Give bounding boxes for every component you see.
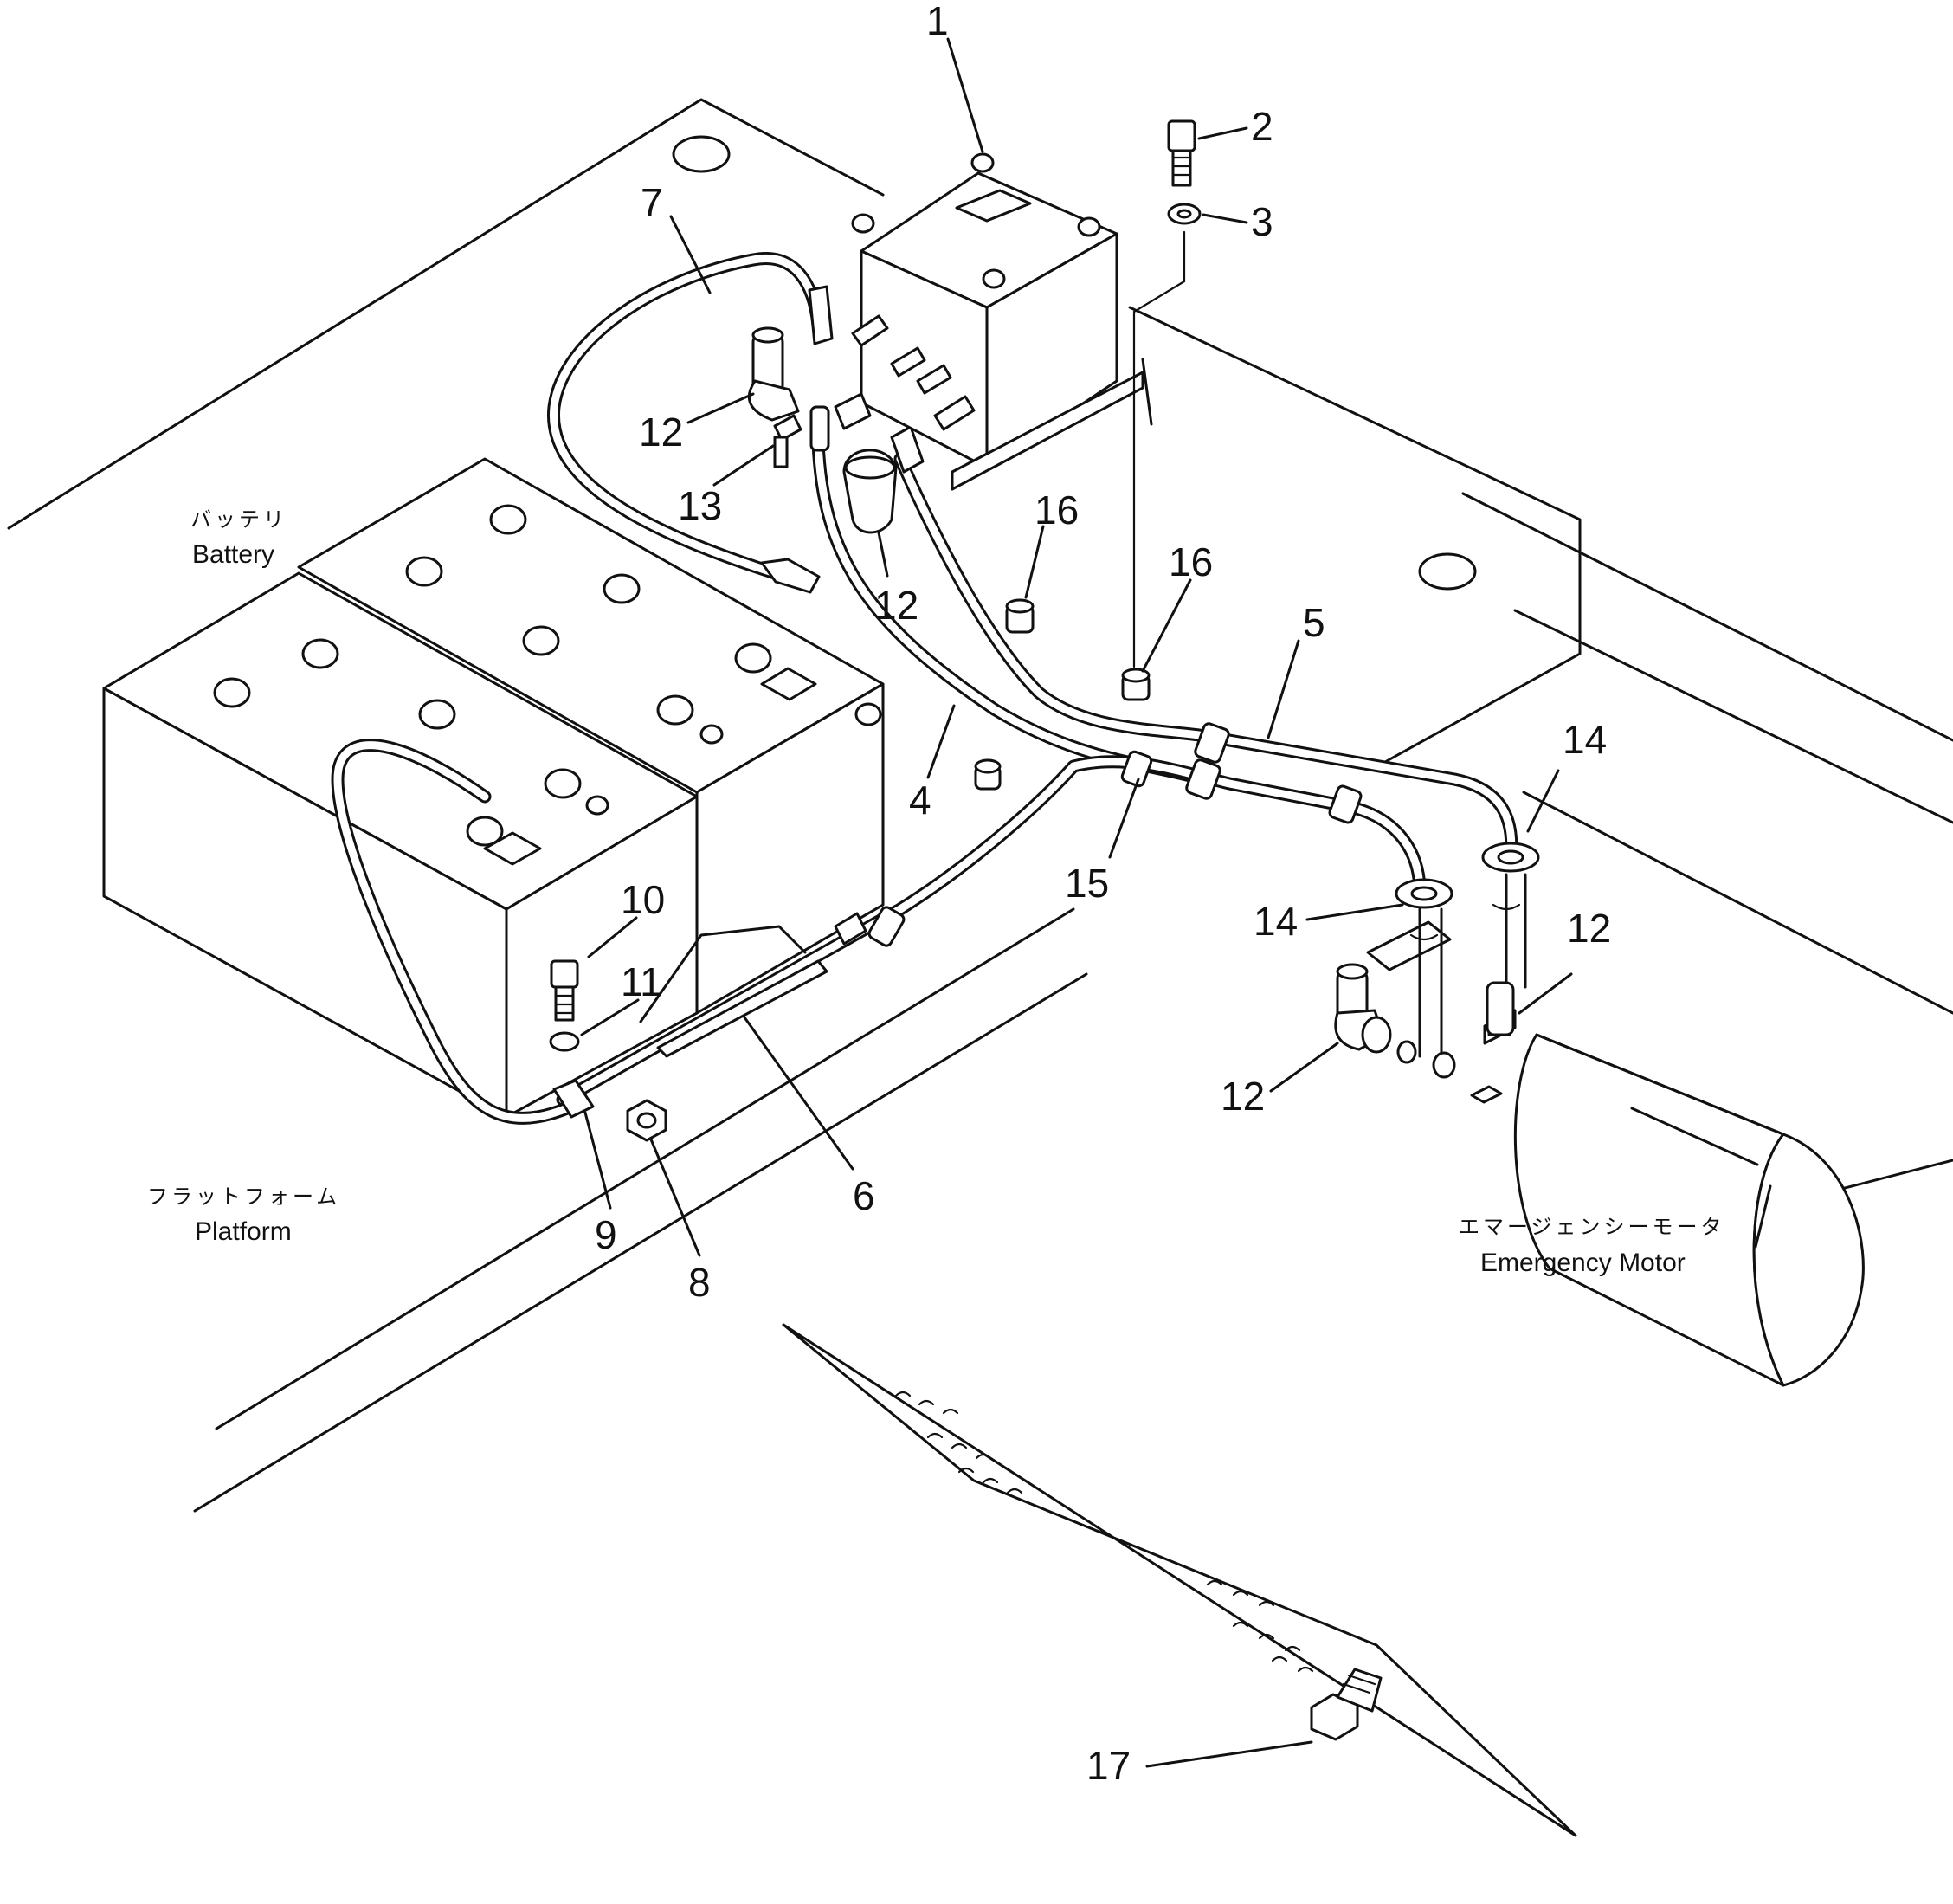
washer-11 <box>549 1031 580 1052</box>
callout-16-a: 16 <box>1035 487 1079 532</box>
spacer-16a <box>1005 598 1035 634</box>
washer-3-hole <box>1176 209 1192 219</box>
relay-terminals <box>851 314 976 431</box>
bolt-guide-line <box>1132 280 1186 668</box>
boot-12-right <box>1486 981 1515 1036</box>
callout-1: 1 <box>926 0 949 43</box>
spacer-16b <box>1121 668 1151 701</box>
callout-16-b: 16 <box>1169 539 1213 584</box>
motor-label-en: Emergency Motor <box>1480 1249 1686 1277</box>
callout-4: 4 <box>909 778 931 823</box>
callout-15: 15 <box>1065 861 1109 906</box>
cap-12-top <box>747 326 800 422</box>
platform-outline <box>7 98 1953 1513</box>
callout-6: 6 <box>853 1173 875 1218</box>
battery-pair <box>102 457 885 1119</box>
leader-lines <box>580 37 1772 1768</box>
grommets-14 <box>1395 842 1540 941</box>
platform-hole <box>672 135 731 173</box>
relay-box <box>834 152 1144 491</box>
cable-5-lug <box>890 425 925 474</box>
callout-14-right: 14 <box>1563 717 1607 762</box>
battery-terminal-negative <box>483 831 542 866</box>
callout-10: 10 <box>621 877 665 922</box>
battery-terminal-positive <box>760 667 817 701</box>
callout-12-motor: 12 <box>1221 1074 1265 1119</box>
battery-caps <box>213 504 882 847</box>
cap-12-motor <box>1334 963 1392 1054</box>
callout-14-left: 14 <box>1254 899 1298 944</box>
bolt-10 <box>550 959 579 1022</box>
callout-2: 2 <box>1251 104 1273 149</box>
callout-12-upper: 12 <box>639 410 683 455</box>
callout-numbers: 1 2 3 7 12 13 12 16 16 5 4 14 15 14 12 1… <box>595 0 1611 1788</box>
callout-7: 7 <box>641 180 663 225</box>
cable-7-lower-lug <box>760 558 821 594</box>
bolt-2 <box>1167 119 1196 187</box>
cable-5 <box>890 425 1518 864</box>
cover-plate <box>782 1323 1577 1837</box>
callout-12-right: 12 <box>1567 906 1611 951</box>
emergency-motor <box>1366 920 1865 1387</box>
clamps-15 <box>552 722 1363 1119</box>
callout-11: 11 <box>621 959 662 1004</box>
callout-12-mid: 12 <box>874 583 918 628</box>
motor-label-jp: エマージェンシーモータ <box>1459 1215 1725 1239</box>
nut-8 <box>626 1099 667 1142</box>
component-labels: バッテリ Battery フラットフォーム Platform エマージェンシーモ… <box>147 507 1725 1277</box>
cable-ground <box>331 739 574 1125</box>
battery-label-en: Battery <box>192 540 274 569</box>
callout-17: 17 <box>1086 1743 1131 1788</box>
callout-8: 8 <box>688 1260 711 1305</box>
callout-5: 5 <box>1303 600 1325 645</box>
cable-cover-strip <box>656 959 828 1058</box>
callout-3: 3 <box>1251 199 1273 244</box>
fitting-17 <box>1310 1668 1383 1741</box>
battery-label-jp: バッテリ <box>190 507 287 532</box>
callout-9: 9 <box>595 1212 617 1257</box>
spacer-plain <box>974 758 1002 791</box>
cable-7-upper-lug <box>808 285 834 345</box>
callout-13: 13 <box>678 483 722 528</box>
cap-12-mid <box>842 449 898 534</box>
connector-13 <box>773 414 802 468</box>
platform-label-jp: フラットフォーム <box>147 1184 340 1209</box>
washer-3 <box>1167 203 1202 225</box>
terminal-4-lug <box>809 405 830 452</box>
cable-7 <box>547 252 834 594</box>
platform-hole <box>1418 552 1477 591</box>
platform-label-en: Platform <box>195 1217 292 1246</box>
